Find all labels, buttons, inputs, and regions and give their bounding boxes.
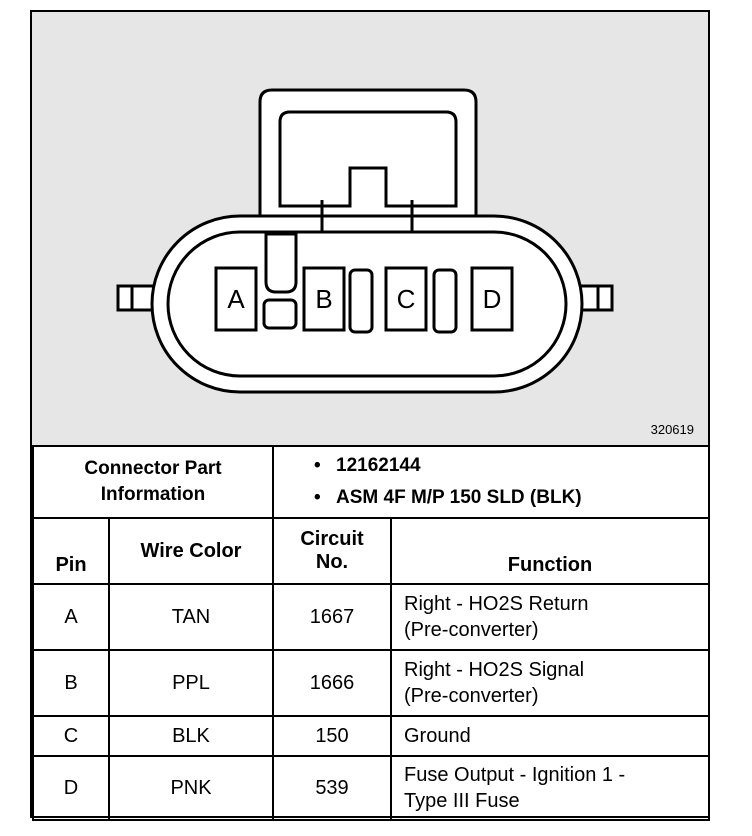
- connector-table: Connector Part Information •12162144 •AS…: [32, 445, 711, 821]
- table-row: B PPL 1666 Right - HO2S Signal (Pre-conv…: [32, 649, 711, 717]
- diagram-frame: A B C D 320619 Connector Part Informatio…: [30, 10, 711, 821]
- pin-cell: D: [32, 755, 110, 821]
- connector-description: •ASM 4F M/P 150 SLD (BLK): [314, 487, 582, 508]
- function-cell: Fuse Output - Ignition 1 - Type III Fuse: [389, 755, 711, 821]
- connector-info-values: •12162144 •ASM 4F M/P 150 SLD (BLK): [271, 445, 711, 519]
- function-line1: Fuse Output - Ignition 1 -: [404, 764, 626, 786]
- pin-label-b: B: [315, 284, 332, 314]
- col-circuit-line2: No.: [315, 551, 349, 573]
- function-cell: Ground: [389, 715, 711, 757]
- pin-label-c: C: [397, 284, 416, 314]
- lock-tab-inner: [278, 110, 458, 208]
- function-cell: Right - HO2S Signal (Pre-converter): [389, 649, 711, 717]
- table-row: C BLK 150 Ground: [32, 715, 711, 757]
- circuit-cell: 539: [272, 755, 392, 821]
- separator-1: [348, 268, 374, 334]
- function-line1: Right - HO2S Signal: [404, 659, 585, 681]
- pin-label-d: D: [483, 284, 502, 314]
- col-circuit: Circuit No.: [272, 517, 392, 585]
- connector-info-row: Connector Part Information •12162144 •AS…: [32, 445, 711, 519]
- table-row: D PNK 539 Fuse Output - Ignition 1 - Typ…: [32, 755, 711, 821]
- connector-info-label-line1: Connector Part: [84, 458, 222, 479]
- pin-cell: A: [32, 583, 110, 651]
- wire-color-cell: BLK: [108, 715, 274, 757]
- circuit-cell: 1667: [272, 583, 392, 651]
- key-block: [262, 298, 298, 330]
- pin-cell: C: [32, 715, 110, 757]
- cavity-d: [470, 266, 514, 332]
- col-circuit-line1: Circuit: [300, 528, 364, 550]
- col-wire-color: Wire Color: [108, 517, 274, 585]
- key-slot: [264, 232, 298, 294]
- connector-drawing: A B C D 320619: [32, 12, 708, 445]
- circuit-cell: 150: [272, 715, 392, 757]
- function-line2: Type III Fuse: [404, 790, 520, 812]
- function-line1: Ground: [404, 725, 471, 747]
- left-ear: [116, 284, 158, 312]
- connector-description-text: ASM 4F M/P 150 SLD (BLK): [336, 487, 582, 508]
- pin-cell: B: [32, 649, 110, 717]
- column-header-row: Pin Wire Color Circuit No. Function: [32, 517, 711, 585]
- table-row: A TAN 1667 Right - HO2S Return (Pre-conv…: [32, 583, 711, 651]
- wire-color-cell: PPL: [108, 649, 274, 717]
- pin-label-a: A: [227, 284, 245, 314]
- figure-id: 320619: [650, 422, 694, 437]
- part-number: •12162144: [314, 455, 421, 476]
- wire-color-cell: TAN: [108, 583, 274, 651]
- cavity-a: [214, 266, 258, 332]
- col-function: Function: [389, 517, 711, 585]
- col-pin: Pin: [32, 517, 110, 585]
- part-number-text: 12162144: [336, 455, 421, 476]
- function-cell: Right - HO2S Return (Pre-converter): [389, 583, 711, 651]
- function-line2: (Pre-converter): [404, 685, 539, 707]
- separator-2: [432, 268, 458, 334]
- connector-info-label: Connector Part Information: [32, 445, 274, 519]
- connector-face-svg: A B C D: [116, 88, 614, 394]
- circuit-cell: 1666: [272, 649, 392, 717]
- wire-color-cell: PNK: [108, 755, 274, 821]
- cavity-b: [302, 266, 346, 332]
- function-line1: Right - HO2S Return: [404, 593, 589, 615]
- cavity-c: [384, 266, 428, 332]
- function-line2: (Pre-converter): [404, 619, 539, 641]
- connector-info-label-line2: Information: [100, 484, 206, 505]
